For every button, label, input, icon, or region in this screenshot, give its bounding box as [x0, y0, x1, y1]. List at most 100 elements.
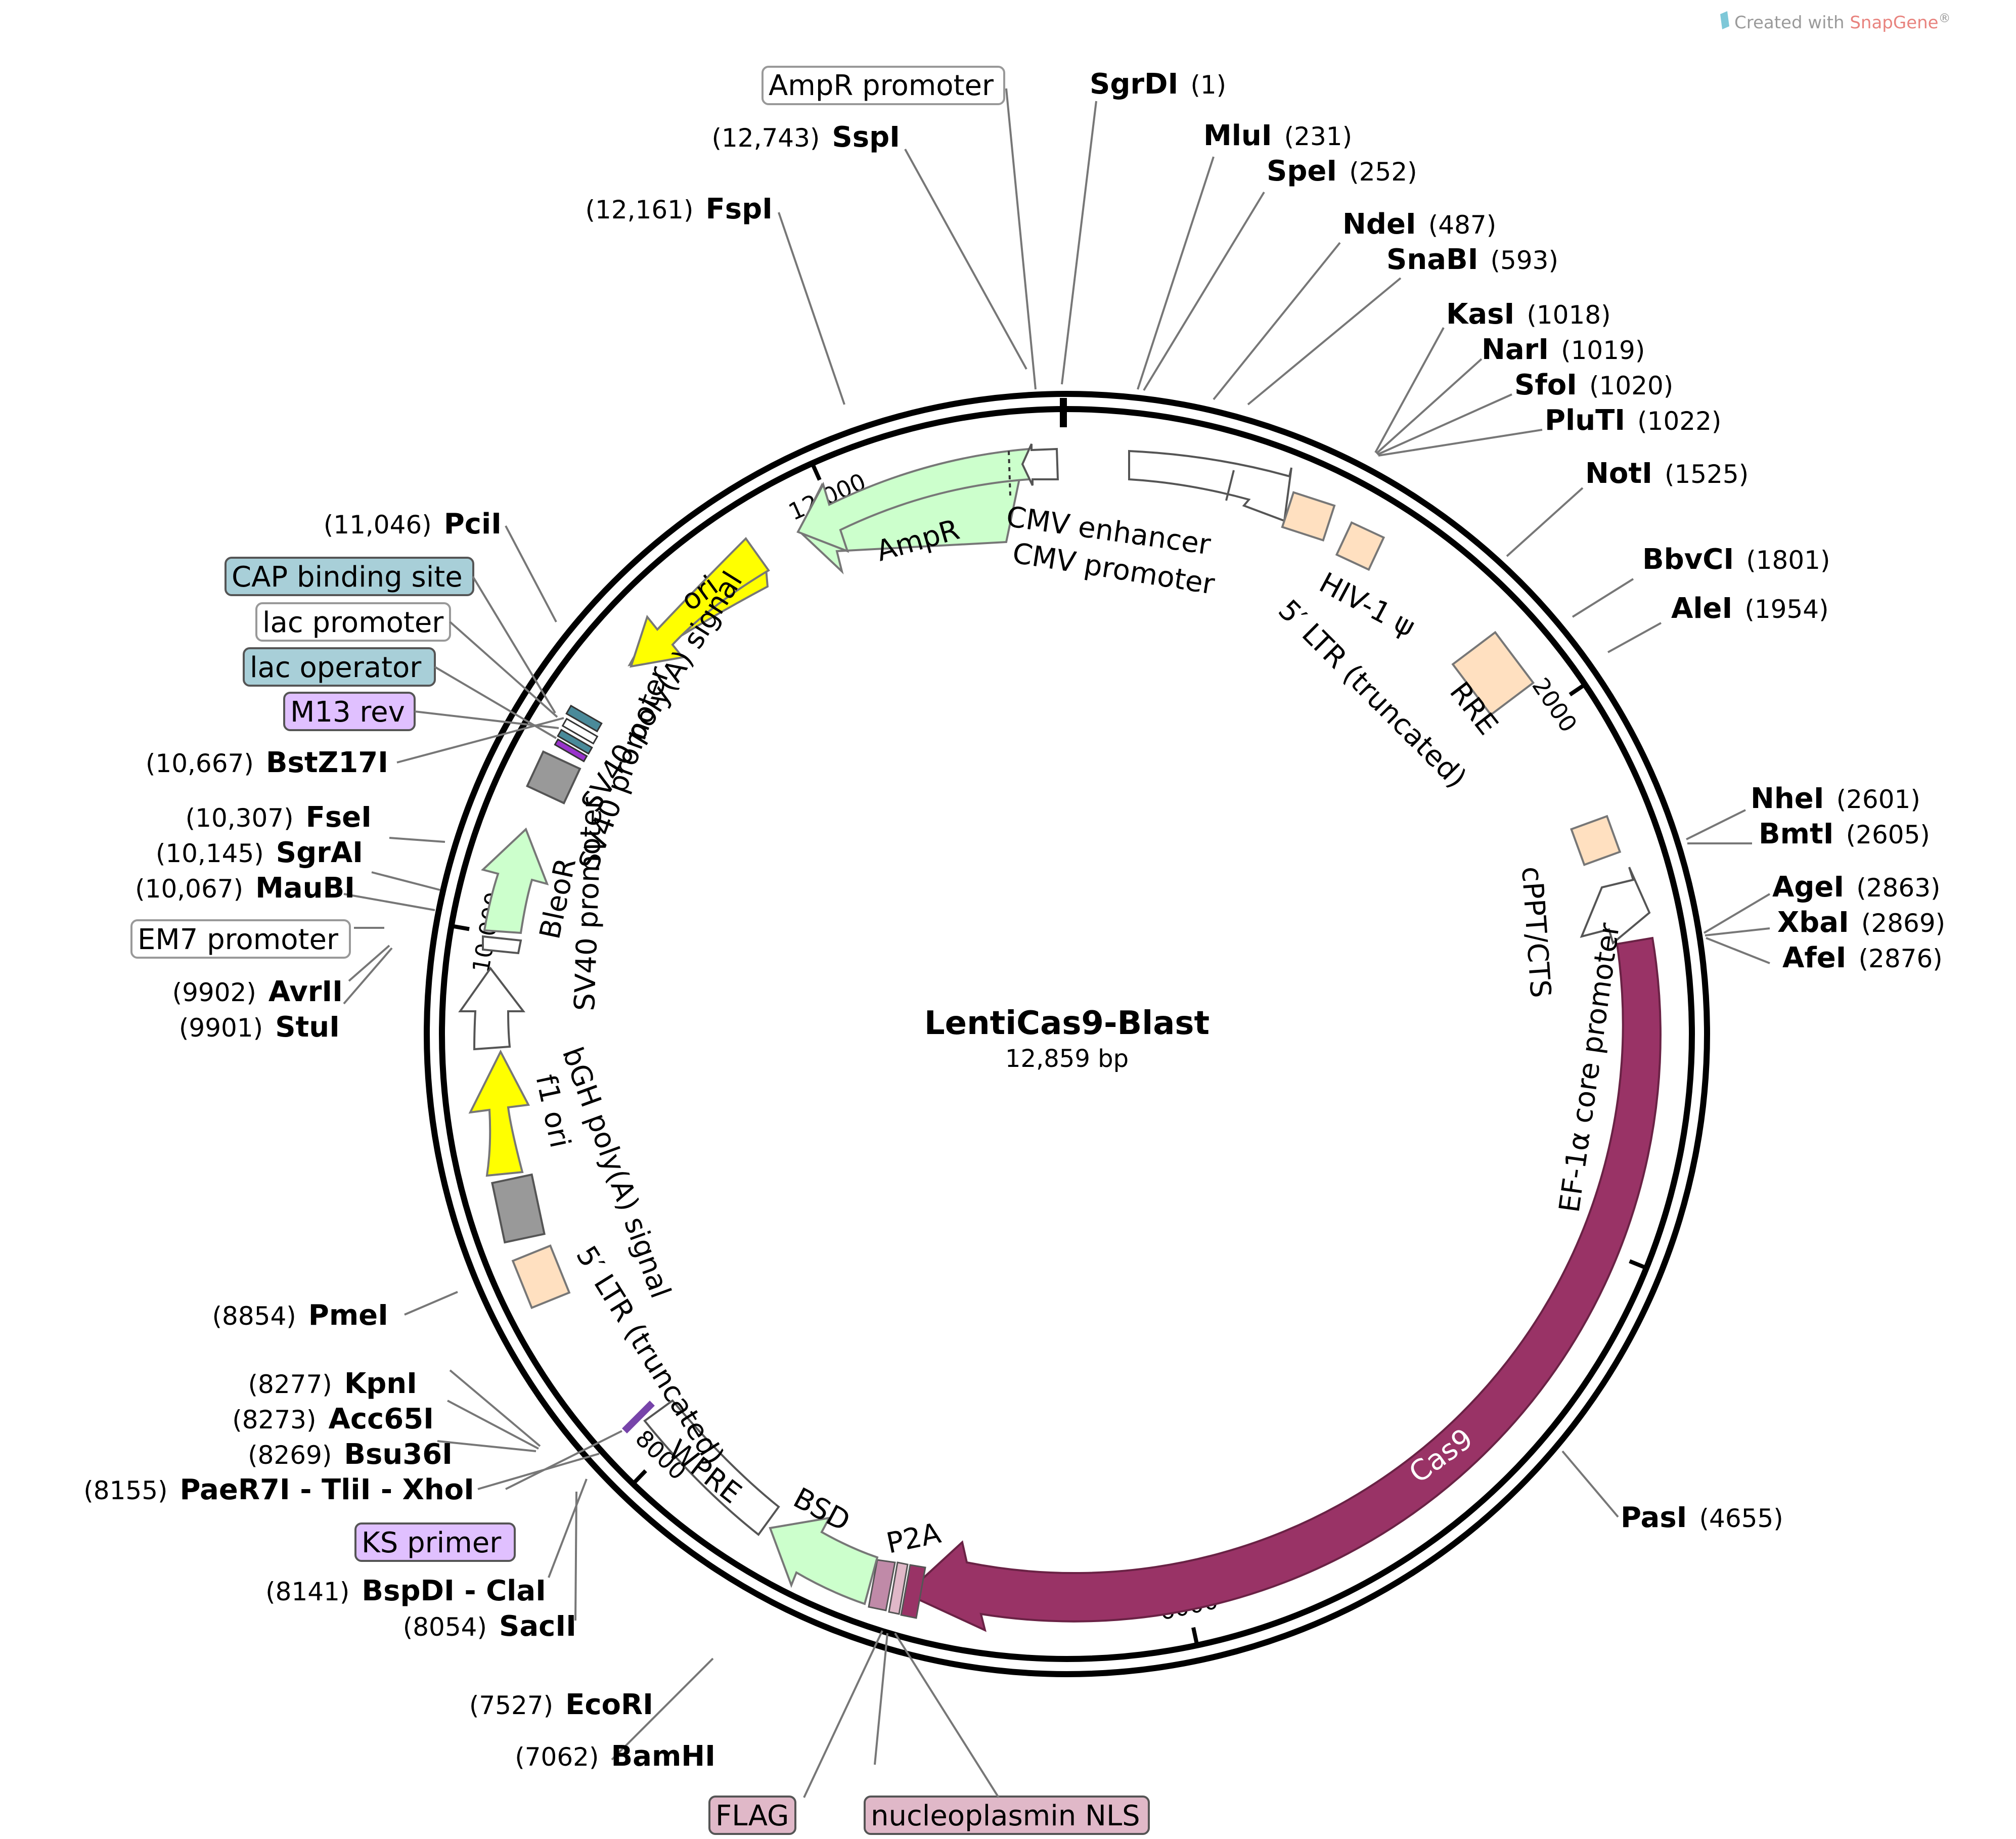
backbone-outer-ring [424, 391, 1710, 1677]
enzyme-pmei[interactable]: (8854)PmeI [212, 1299, 388, 1332]
bgh-polya-box[interactable] [491, 1173, 546, 1244]
boxed-label-lac-operator[interactable]: lac operator [243, 647, 436, 687]
hiv1-psi-box[interactable] [1335, 521, 1385, 571]
boxed-label-ks-primer[interactable]: KS primer [354, 1522, 516, 1562]
enzyme-sfoi[interactable]: SfoI(1020) [1514, 369, 1673, 401]
5ltr-truncated-lower-box[interactable] [511, 1244, 571, 1309]
sv40-promoter-box[interactable] [526, 750, 581, 805]
enzyme-bamhi[interactable]: (7062)BamHI [515, 1740, 715, 1773]
enzyme-bmti[interactable]: BmtI(2605) [1759, 818, 1930, 850]
ampr-arrow-shape[interactable] [796, 447, 1030, 553]
enzyme-pasi[interactable]: PasI(4655) [1621, 1501, 1783, 1534]
enzyme-bspdi-clai[interactable]: (8141)BspDI - ClaI [265, 1575, 546, 1607]
ks-primer-mark [622, 1401, 655, 1433]
enzyme-sgrai[interactable]: (10,145)SgrAI [156, 836, 363, 869]
enzyme-labels: SgrDI(1) MluI(231) SpeI(252) NdeI(487) S… [83, 68, 1945, 1773]
lac-promoter-box[interactable] [557, 729, 593, 755]
cas9-arrow[interactable] [904, 936, 1662, 1632]
tick-mark [632, 1469, 647, 1486]
boxed-label-m13-rev[interactable]: M13 rev [283, 692, 416, 731]
sv40-promoter-arrow[interactable] [458, 966, 526, 1051]
enzyme-bsu36i[interactable]: (8269)Bsu36I [248, 1438, 453, 1471]
enzyme-snabi[interactable]: SnaBI(593) [1386, 243, 1558, 276]
enzyme-sgrdi[interactable]: SgrDI(1) [1090, 68, 1226, 101]
boxed-label-cap-binding-site[interactable]: CAP binding site [225, 557, 474, 596]
boxed-label-nucleoplasmin-nls[interactable]: nucleoplasmin NLS [864, 1796, 1150, 1835]
cppt-cts-box[interactable] [1570, 815, 1622, 866]
enzyme-sacii[interactable]: (8054)SacII [403, 1610, 576, 1643]
svg-text:lac promoter: lac promoter [262, 606, 444, 639]
svg-text:KS primer: KS primer [362, 1527, 502, 1559]
enzyme-alei[interactable]: AleI(1954) [1671, 592, 1829, 625]
enzyme-agei[interactable]: AgeI(2863) [1772, 871, 1941, 904]
boxed-label-flag[interactable]: FLAG [708, 1796, 796, 1835]
enzyme-noti[interactable]: NotI(1525) [1585, 457, 1749, 490]
boxed-label-em7-promoter[interactable]: EM7 promoter [130, 919, 351, 959]
enzyme-fspi[interactable]: (12,161)FspI [586, 193, 773, 226]
enzyme-maubi[interactable]: (10,067)MauBI [135, 872, 355, 905]
enzyme-paer7i-tlii-xhoi[interactable]: (8155)PaeR7I - TliI - XhoI [83, 1473, 474, 1506]
enzyme-kpni[interactable]: (8277)KpnI [248, 1367, 417, 1400]
enzyme-mlui[interactable]: MluI(231) [1203, 119, 1352, 152]
enzyme-pluti[interactable]: PluTI(1022) [1545, 404, 1721, 437]
tick-mark [1191, 1627, 1199, 1646]
boxed-label-lac-promoter[interactable]: lac promoter [255, 602, 451, 642]
5ltr-truncated-box[interactable] [1281, 491, 1336, 542]
backbone [424, 391, 1710, 1677]
enzyme-xbai[interactable]: XbaI(2869) [1777, 906, 1945, 939]
enzyme-nhei[interactable]: NheI(2601) [1751, 782, 1920, 815]
enzyme-nari[interactable]: NarI(1019) [1482, 333, 1645, 366]
boxed-labels: AmpR promoter CAP binding site lac promo… [130, 66, 1150, 1835]
label-cppt-cts: cPPT/CTS [1515, 865, 1557, 999]
lac-operator-box[interactable] [561, 717, 599, 745]
ampr-promoter-arrow[interactable] [1021, 443, 1059, 486]
enzyme-ndei[interactable]: NdeI(487) [1342, 208, 1496, 241]
cmv-enhancer-promoter-arrow[interactable] [1128, 450, 1292, 522]
label-p2a: P2A [883, 1517, 944, 1560]
enzyme-stui[interactable]: (9901)StuI [179, 1011, 340, 1044]
em7-promoter-arrow[interactable] [482, 935, 522, 955]
enzyme-afei[interactable]: AfeI(2876) [1782, 941, 1943, 974]
svg-text:EM7 promoter: EM7 promoter [138, 923, 339, 956]
credit-brand: SnapGene [1850, 13, 1938, 33]
wpre-box[interactable] [643, 1399, 780, 1536]
bleor-arrow[interactable] [481, 827, 549, 934]
enzyme-bstz17i[interactable]: (10,667)BstZ17I [146, 746, 388, 779]
cap-binding-site-box[interactable] [565, 704, 603, 733]
leader-lines [343, 88, 1771, 1799]
p2a-box[interactable] [900, 1564, 926, 1619]
enzyme-kasi[interactable]: KasI(1018) [1446, 298, 1611, 331]
enzyme-fsei[interactable]: (10,307)FseI [186, 801, 372, 834]
flag-box[interactable] [868, 1559, 896, 1611]
m13-rev-box[interactable] [554, 738, 588, 762]
plasmid-size: 12,859 bp [1005, 1045, 1129, 1073]
nucleoplasmin-nls-box[interactable] [888, 1561, 909, 1615]
enzyme-sspi[interactable]: (12,743)SspI [711, 121, 900, 154]
features [458, 443, 1662, 1632]
tick-mark [1569, 683, 1586, 697]
enzyme-spei[interactable]: SpeI(252) [1267, 155, 1417, 188]
cmv-divider [1225, 470, 1235, 501]
snapgene-logo-icon [1720, 11, 1729, 29]
enzyme-ecori[interactable]: (7527)EcoRI [469, 1688, 653, 1721]
enzyme-pcii[interactable]: (11,046)PciI [324, 508, 502, 541]
enzyme-acc65i[interactable]: (8273)Acc65I [232, 1403, 434, 1436]
credit-suffix: ® [1939, 11, 1951, 25]
plasmid-name: LentiCas9-Blast [924, 1005, 1209, 1042]
svg-text:Created with SnapGene®: Created with SnapGene® [1734, 11, 1951, 33]
rre-box[interactable] [1451, 631, 1535, 716]
boxed-label-ampr-promoter[interactable]: AmpR promoter [761, 66, 1005, 105]
ori-arrow-body[interactable] [630, 536, 770, 668]
tick-mark [1629, 1259, 1647, 1270]
enzyme-avrii[interactable]: (9902)AvrII [172, 975, 343, 1008]
bsd-arrow[interactable] [769, 1516, 879, 1605]
ef1a-promoter-arrow[interactable] [1580, 867, 1651, 945]
svg-text:M13 rev: M13 rev [290, 696, 405, 729]
snapgene-credit: Created with SnapGene® [1720, 11, 1951, 33]
credit-prefix: Created with [1734, 13, 1850, 33]
f1-ori-arrow[interactable] [468, 1049, 530, 1177]
label-sv40-promoter-lower: SV40 promoter [568, 796, 609, 1012]
enzyme-bbvci[interactable]: BbvCI(1801) [1642, 543, 1830, 576]
tick-mark [810, 462, 822, 481]
